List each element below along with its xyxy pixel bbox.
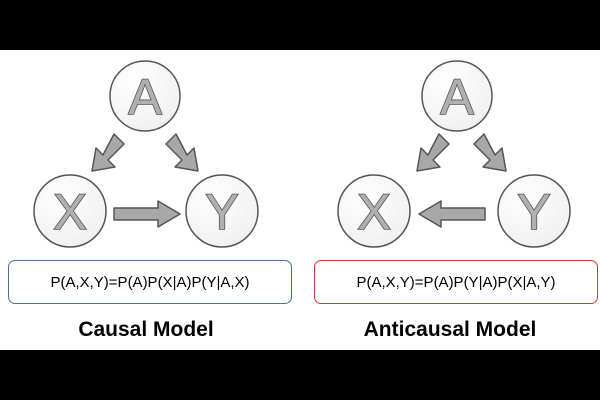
anticausal-formula-text: P(A,X,Y)=P(A)P(Y|A)P(X|A,Y) <box>356 273 556 291</box>
node-x: X <box>33 174 107 248</box>
causal-formula-text: P(A,X,Y)=P(A)P(X|A)P(Y|A,X) <box>50 273 250 291</box>
node-x-label: X <box>357 184 390 240</box>
anticausal-model-title: Anticausal Model <box>363 318 537 341</box>
causal-formula-box: P(A,X,Y)=P(A)P(X|A)P(Y|A,X) <box>8 260 292 304</box>
causal-model-panel: A X Y P(A,X,Y)=P(A)P(X|A)P(Y|A,X) Causal… <box>0 50 300 350</box>
node-a-label: A <box>128 69 162 125</box>
node-y: Y <box>497 174 571 248</box>
node-a: A <box>421 60 493 132</box>
node-x-label: X <box>53 184 86 240</box>
arrow-a-to-y <box>165 133 199 172</box>
anticausal-graph: A X Y <box>337 60 571 248</box>
arrow-a-to-y <box>473 133 507 172</box>
causal-model-title: Causal Model <box>78 318 214 341</box>
arrow-a-to-x <box>91 133 125 172</box>
node-y: Y <box>185 174 259 248</box>
anticausal-model-panel: A X Y P(A,X,Y)=P(A)P(Y|A)P(X|A,Y) Antica… <box>300 50 600 350</box>
arrow-x-to-y <box>113 200 181 228</box>
diagram-stage: A X Y P(A,X,Y)=P(A)P(X|A)P(Y|A,X) Causal… <box>0 50 600 350</box>
node-x: X <box>337 174 411 248</box>
arrow-a-to-x <box>416 133 450 172</box>
node-y-label: Y <box>205 184 238 240</box>
node-y-label: Y <box>517 184 550 240</box>
node-a: A <box>109 60 181 132</box>
causal-graph: A X Y <box>33 60 259 248</box>
arrow-y-to-x <box>418 200 486 228</box>
anticausal-formula-box: P(A,X,Y)=P(A)P(Y|A)P(X|A,Y) <box>314 260 598 304</box>
node-a-label: A <box>440 69 474 125</box>
